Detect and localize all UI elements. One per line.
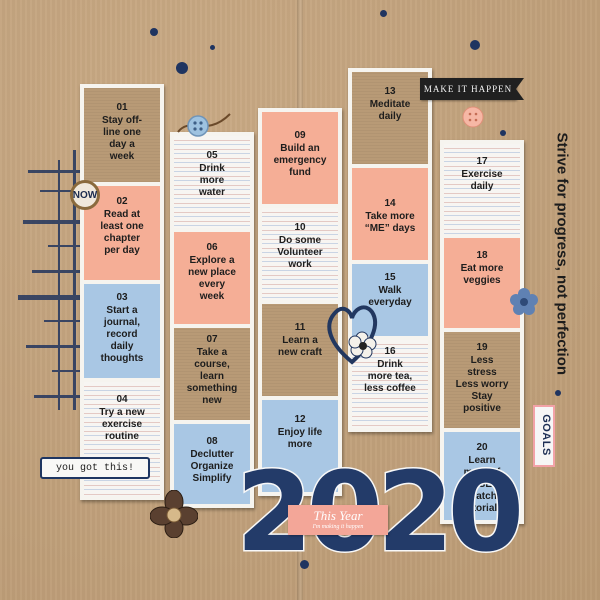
goal-text: Meditate daily	[369, 99, 411, 122]
goal-text: Start a journal, record daily thoughts	[100, 305, 144, 364]
goal-text: Learn more of PSE Watch Tutorials	[461, 455, 503, 514]
goal-text: Walk everyday	[368, 285, 412, 308]
goal-text: Build an emergency fund	[273, 143, 327, 178]
goal-number: 10	[294, 222, 306, 233]
make-it-happen-text: MAKE IT HAPPEN	[423, 84, 513, 94]
goal-text: Take a course, learn something new	[186, 347, 238, 406]
paint-splat	[380, 10, 387, 17]
goal-card: 16 Drink more tea, less coffee	[352, 340, 428, 428]
goal-number: 13	[384, 86, 396, 97]
goal-number: 06	[206, 242, 218, 253]
goal-column-5: 17 Exercise daily 18 Eat more veggies 19…	[440, 140, 524, 524]
goal-card: 10 Do some Volunteer work	[262, 208, 338, 300]
goal-text: Enjoy life more	[277, 427, 323, 450]
goal-card: 05 Drink more water	[174, 136, 250, 228]
this-year-ribbon: This Year I'm making it happen	[288, 505, 388, 535]
goal-column-2: 05 Drink more water 06 Explore a new pla…	[170, 132, 254, 508]
goal-number: 08	[206, 436, 218, 447]
goal-column-1: 01 Stay off- line one day a week 02 Read…	[80, 84, 164, 500]
goal-number: 17	[476, 156, 488, 167]
goal-text: Learn a new craft	[278, 335, 322, 358]
strive-quote: Strive for progress, not perfection	[553, 130, 571, 390]
paint-splat	[555, 390, 561, 396]
goal-number: 12	[294, 414, 306, 425]
goal-text: Drink more tea, less coffee	[364, 359, 416, 394]
goal-number: 14	[384, 198, 396, 209]
goals-text: GOALS	[540, 414, 552, 456]
goal-column-4: 13 Meditate daily 14 Take more “ME” days…	[348, 68, 432, 432]
goal-card: 08 Declutter Organize Simplify	[174, 424, 250, 504]
now-text: NOW	[72, 189, 98, 201]
goal-text: Explore a new place every week	[188, 255, 236, 302]
goal-card: 12 Enjoy life more	[262, 400, 338, 492]
goal-number: 15	[384, 272, 396, 283]
goal-text: Exercise daily	[461, 169, 503, 192]
make-it-happen-label: MAKE IT HAPPEN	[420, 78, 524, 100]
making-it-happen-text: I'm making it happen	[312, 524, 364, 530]
goals-tab: GOALS	[533, 405, 555, 467]
goal-card: 14 Take more “ME” days	[352, 168, 428, 260]
goal-number: 09	[294, 130, 306, 141]
goal-number: 01	[116, 102, 128, 113]
goal-text: Stay off- line one day a week	[102, 115, 142, 162]
goal-text: Take more “ME” days	[364, 211, 416, 234]
paint-splat	[470, 40, 480, 50]
button-icon	[177, 113, 231, 137]
goal-card: 17 Exercise daily	[444, 144, 520, 234]
goal-card: 19 Less stress Less worry Stay positive	[444, 332, 520, 428]
goal-card: 13 Meditate daily	[352, 72, 428, 164]
this-year-text: This Year	[313, 508, 363, 523]
goal-card: 15 Walk everyday	[352, 264, 428, 336]
goal-number: 16	[384, 346, 396, 357]
flower-icon	[510, 288, 538, 315]
goal-card: 01 Stay off- line one day a week	[84, 88, 160, 182]
paint-splat	[210, 45, 215, 50]
brown-flower-icon	[150, 490, 198, 538]
goal-card: 11 Learn a new craft	[262, 304, 338, 396]
paint-splat	[500, 130, 506, 136]
grunge-texture	[18, 150, 88, 410]
goal-number: 07	[206, 334, 218, 345]
goal-text: Declutter Organize Simplify	[190, 449, 234, 484]
now-badge-icon: NOW	[70, 180, 100, 210]
you-got-this-sticker: you got this!	[40, 457, 150, 479]
goal-number: 03	[116, 292, 128, 303]
pink-button-icon	[462, 106, 484, 128]
goal-number: 11	[294, 322, 306, 333]
goal-number: 20	[476, 442, 488, 453]
goal-card: 18 Eat more veggies	[444, 238, 520, 328]
goal-text: Drink more water	[198, 163, 226, 198]
goal-card: 09 Build an emergency fund	[262, 112, 338, 204]
goal-number: 18	[476, 250, 488, 261]
goal-number: 05	[206, 150, 218, 161]
goal-text: Eat more veggies	[460, 263, 504, 286]
heart-wire-icon	[327, 305, 378, 365]
strive-quote-text: Strive for progress, not perfection	[553, 132, 571, 376]
goal-text: Try a new exercise routine	[99, 407, 145, 442]
goal-number: 04	[116, 394, 128, 405]
goal-card: 20 Learn more of PSE Watch Tutorials	[444, 432, 520, 520]
you-got-this-text: you got this!	[55, 462, 134, 474]
goal-card: 03 Start a journal, record daily thought…	[84, 284, 160, 378]
paint-splat	[300, 560, 309, 569]
paint-splat	[150, 28, 158, 36]
goal-text: Less stress Less worry Stay positive	[455, 355, 509, 414]
goal-number: 02	[116, 196, 128, 207]
paint-splat	[176, 62, 188, 74]
goal-card: 07 Take a course, learn something new	[174, 328, 250, 420]
goal-number: 19	[476, 342, 488, 353]
goal-text: Read at least one chapter per day	[100, 209, 144, 256]
goal-column-3: 09 Build an emergency fund 10 Do some Vo…	[258, 108, 342, 496]
goal-text: Do some Volunteer work	[277, 235, 323, 270]
goal-card: 06 Explore a new place every week	[174, 232, 250, 324]
